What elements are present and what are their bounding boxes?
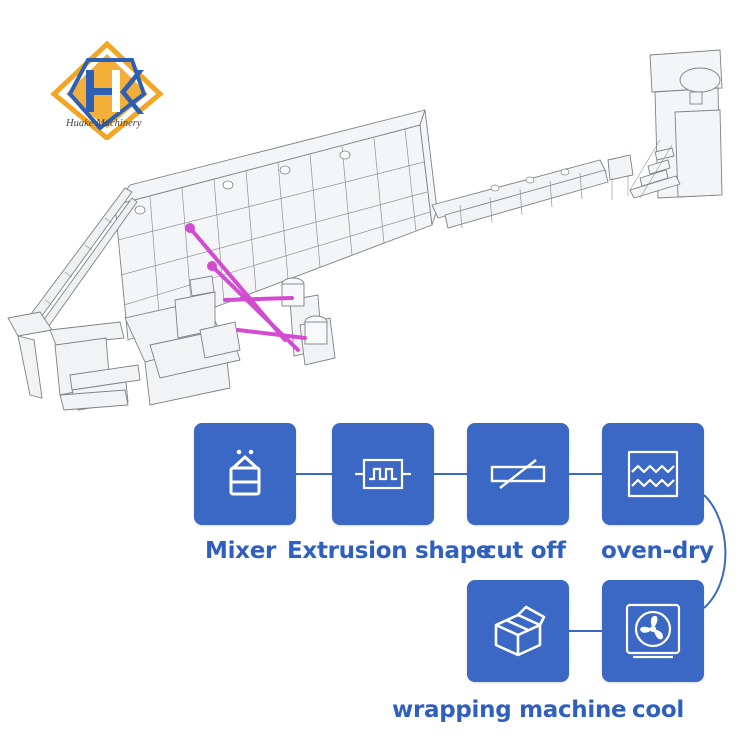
brand-name: Huake Machinery	[66, 118, 142, 129]
step-box-wrapping	[467, 580, 569, 682]
step-label-wrapping: wrapping machine	[392, 697, 627, 723]
mixer-bowl-icon	[229, 449, 261, 496]
oven-zigzag-icon	[627, 450, 679, 498]
extrusion-wave-icon	[355, 458, 411, 490]
step-label-cut-off: cut off	[483, 538, 566, 564]
step-box-cool	[602, 580, 704, 682]
cutter-slash-icon	[490, 459, 546, 489]
step-label-extrusion: Extrusion shape	[287, 538, 492, 564]
huake-logo-icon	[50, 40, 164, 140]
step-label-cool: cool	[632, 697, 684, 723]
step-box-oven-dry	[602, 423, 704, 525]
fan-icon	[625, 603, 681, 659]
step-box-mixer	[194, 423, 296, 525]
step-label-mixer: Mixer	[205, 538, 277, 564]
package-box-icon	[494, 605, 546, 657]
production-line-illustration	[7, 49, 723, 411]
step-box-cut-off	[467, 423, 569, 525]
step-box-extrusion	[332, 423, 434, 525]
step-label-oven-dry: oven-dry	[601, 538, 714, 564]
